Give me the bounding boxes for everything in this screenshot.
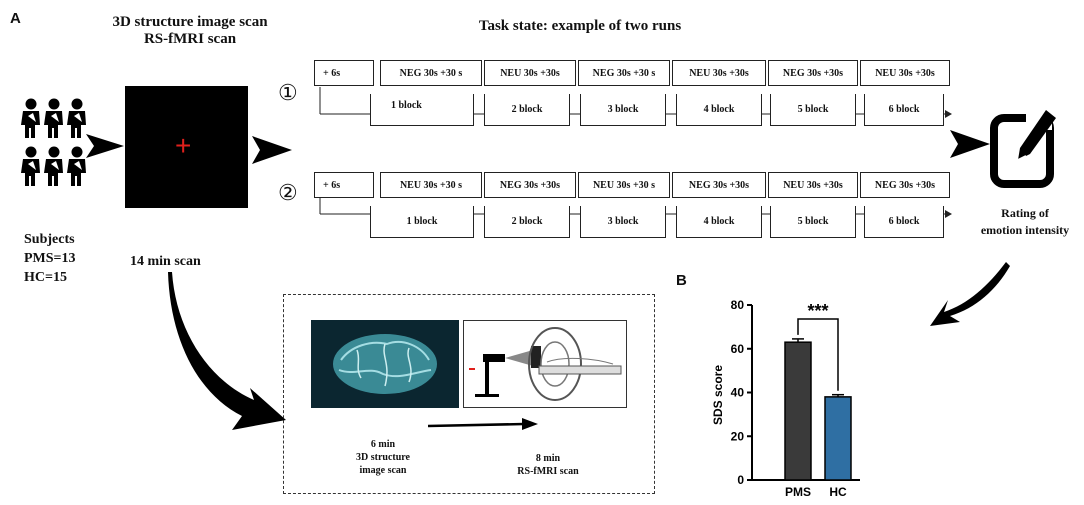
run-1-condition-2: NEU 30s +30s xyxy=(484,60,576,86)
run-2-fixation-box: + 6s xyxy=(314,172,374,198)
chart-category-label: HC xyxy=(829,485,847,499)
run-2-block-5: 5 block xyxy=(770,206,856,238)
run-1-condition-4: NEU 30s +30s xyxy=(672,60,766,86)
run-2-block-2: 2 block xyxy=(484,206,570,238)
scan-second-duration: 8 min xyxy=(535,453,561,464)
chart-y-tick-label: 40 xyxy=(731,386,745,400)
run-1-condition-3: NEG 30s +30 s xyxy=(578,60,670,86)
run-2-condition-3: NEU 30s +30 s xyxy=(578,172,670,198)
run-1-condition-6: NEU 30s +30s xyxy=(860,60,950,86)
scan-first-duration: 6 min xyxy=(370,439,396,450)
run-2-block-1: 1 block xyxy=(370,206,474,238)
rating-label-line1: Rating of xyxy=(1001,206,1049,220)
chart-y-tick-label: 60 xyxy=(731,342,745,356)
subjects-hc-count: HC=15 xyxy=(24,270,67,285)
arrow-rating-to-chart-icon xyxy=(930,262,1010,326)
subjects-pms-count: PMS=13 xyxy=(24,251,76,266)
run-2-block-6: 6 block xyxy=(864,206,944,238)
chart-significance-label: *** xyxy=(807,301,828,321)
scan-title-line2: RS-fMRI scan xyxy=(143,31,237,47)
chart-y-axis-label: SDS score xyxy=(711,365,725,425)
subjects-info: Subjects PMS=13 HC=15 xyxy=(24,230,76,287)
rating-label-line2: emotion intensity xyxy=(980,223,1070,237)
run-1-condition-1: NEG 30s +30 s xyxy=(380,60,482,86)
fixation-screen: + xyxy=(125,86,248,208)
rating-label: Rating of emotion intensity xyxy=(970,205,1080,239)
run-1-block-6: 6 block xyxy=(864,94,944,126)
run-1-block-4: 4 block xyxy=(676,94,762,126)
arrow-screen-to-task-icon xyxy=(252,136,292,164)
chart-significance-bracket xyxy=(797,318,839,391)
panel-label-b: B xyxy=(676,272,687,289)
panel-label-a: A xyxy=(10,10,21,27)
fixation-cross-icon: + xyxy=(175,130,192,161)
arrow-task-to-rating-icon xyxy=(950,130,990,158)
scan-second-label: 8 min RS-fMRI scan xyxy=(488,452,608,478)
run-1-condition-5: NEG 30s +30s xyxy=(768,60,858,86)
scan-duration-label: 14 min scan xyxy=(130,254,201,269)
subjects-label: Subjects xyxy=(24,232,75,247)
chart-category-label: PMS xyxy=(785,485,811,499)
scan-first-name-line1: 3D structure xyxy=(356,452,410,463)
run-2-condition-2: NEG 30s +30s xyxy=(484,172,576,198)
run-1-block-5: 5 block xyxy=(770,94,856,126)
chart-y-tick-label: 80 xyxy=(731,298,745,312)
run-2-condition-6: NEG 30s +30s xyxy=(860,172,950,198)
scan-first-label: 6 min 3D structure image scan xyxy=(328,438,438,477)
mri-scanner-image xyxy=(463,320,627,408)
scan-title-line1: 3D structure image scan xyxy=(112,14,268,30)
scan-title: 3D structure image scan RS-fMRI scan xyxy=(60,14,320,48)
run-1-block-3: 3 block xyxy=(580,94,666,126)
brain-image xyxy=(311,320,459,408)
scan-sequence-arrow-icon xyxy=(428,418,538,430)
chart-y-tick-label: 0 xyxy=(737,473,744,487)
scan-second-name: RS-fMRI scan xyxy=(517,466,579,477)
run-1-block-2: 2 block xyxy=(484,94,570,126)
run-1-block-1: 1 block xyxy=(370,94,474,126)
run-2-number: ② xyxy=(278,180,298,205)
chart-bar-hc xyxy=(824,396,852,481)
sds-bar-chart: 0 20 40 60 80 PMS HC SDS score *** xyxy=(711,298,860,499)
scan-first-name-line2: image scan xyxy=(359,465,407,476)
run-1-fixation-box: + 6s xyxy=(314,60,374,86)
run-2-condition-5: NEU 30s +30s xyxy=(768,172,858,198)
arrow-subjects-to-screen-icon xyxy=(86,134,124,158)
run-1-number: ① xyxy=(278,80,298,105)
run-2-block-3: 3 block xyxy=(580,206,666,238)
run-2-block-4: 4 block xyxy=(676,206,762,238)
arrow-scan-to-sequence-icon xyxy=(168,272,286,430)
scan-sequence-box xyxy=(283,294,655,494)
chart-bar-pms xyxy=(784,341,812,481)
run-2-condition-1: NEU 30s +30 s xyxy=(380,172,482,198)
rating-pencil-icon xyxy=(990,108,1056,188)
run-2-condition-4: NEG 30s +30s xyxy=(672,172,766,198)
chart-y-tick-label: 20 xyxy=(731,429,745,443)
task-title: Task state: example of two runs xyxy=(478,18,682,34)
